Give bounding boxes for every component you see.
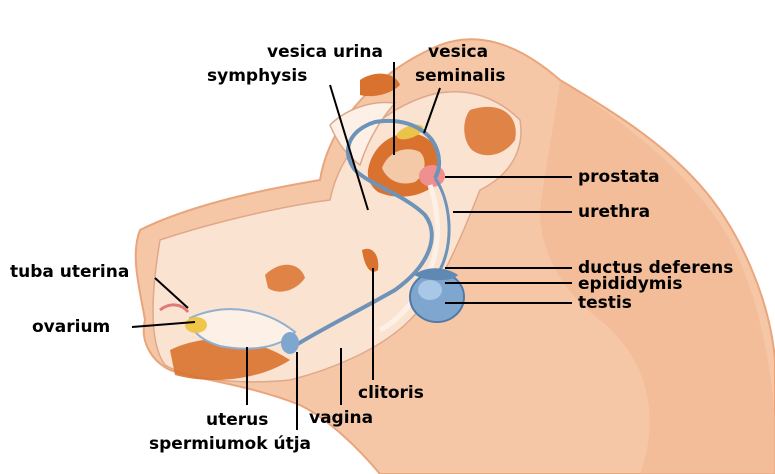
label-spermiumok-utja: spermiumok útja [149, 434, 311, 454]
bladder-inner [382, 149, 425, 184]
label-testis: testis [578, 293, 632, 313]
uterus-organ [188, 308, 297, 350]
label-symphysis: symphysis [207, 66, 308, 86]
label-urethra: urethra [578, 202, 651, 222]
leader-tuba-uterina [154, 277, 189, 309]
mid-organ [265, 264, 305, 292]
lower-organ [170, 339, 290, 380]
testis-highlight [418, 280, 442, 300]
upper-organ [360, 73, 400, 97]
label-vesica-urina: vesica urina [267, 42, 383, 62]
ductus-deferens-path [294, 118, 442, 347]
vestibule-bulb [281, 332, 299, 354]
label-ductus-deferens: ductus deferens [578, 258, 734, 278]
label-tuba-uterina: tuba uterina [10, 262, 130, 282]
body-shading [540, 80, 775, 474]
label-vesica-seminalis-line1: vesica [428, 42, 489, 62]
rectum-organ [464, 106, 516, 156]
clitoris-organ [362, 248, 379, 272]
label-uterus: uterus [206, 410, 269, 430]
tube-fimbria [159, 303, 190, 313]
ductus-to-testis [433, 177, 451, 271]
epididymis-organ [414, 268, 458, 281]
label-vesica-seminalis-line2: seminalis [415, 66, 506, 86]
label-prostata: prostata [578, 167, 660, 187]
label-clitoris: clitoris [358, 383, 424, 403]
leader-symphysis [329, 84, 369, 211]
label-epididymis: epididymis [578, 274, 683, 294]
leader-vesica-seminalis [423, 87, 441, 134]
prostata-gland [419, 165, 445, 187]
leader-ovarium [131, 321, 196, 328]
label-ovarium: ovarium [32, 317, 111, 337]
ovary [185, 317, 207, 333]
label-vagina: vagina [309, 408, 374, 428]
leader-lines [131, 62, 572, 430]
